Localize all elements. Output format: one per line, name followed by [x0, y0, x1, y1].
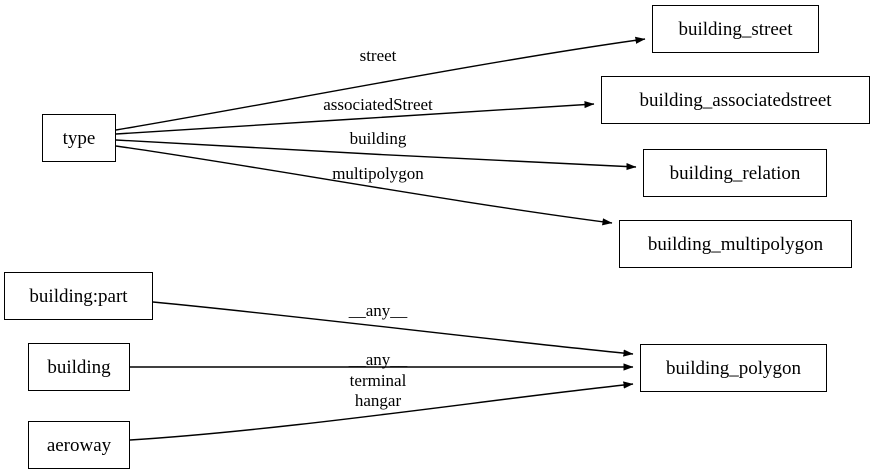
- node-building_multipolygon[interactable]: building_multipolygon: [619, 220, 852, 268]
- node-aeroway[interactable]: aeroway: [28, 421, 130, 469]
- node-label: building_street: [678, 18, 793, 40]
- edge-label-type-to-building_multipolygon: multipolygon: [332, 163, 424, 183]
- edge-type-to-building_street: [115, 36, 646, 131]
- edge-type-to-building_associatedstreet: [115, 100, 595, 135]
- node-label: building: [47, 356, 111, 378]
- edge-label-type-to-building_associatedstreet: associatedStreet: [323, 94, 433, 114]
- node-label: building_polygon: [665, 357, 802, 379]
- node-building_associatedstreet[interactable]: building_associatedstreet: [601, 76, 870, 124]
- node-building[interactable]: building: [28, 343, 130, 391]
- edge-building_part-to-building_polygon: [152, 301, 634, 357]
- edge-paths: [115, 36, 646, 441]
- edge-type-to-building_relation: [115, 139, 637, 171]
- edge-aeroway-to-building_polygon: [129, 381, 634, 441]
- node-label: building_associatedstreet: [639, 89, 832, 111]
- edge-label-type-to-building_street: street: [359, 45, 397, 65]
- node-building_relation[interactable]: building_relation: [643, 149, 827, 197]
- node-label: building_relation: [669, 162, 801, 184]
- edge-label-building-to-building_polygon: __any__: [348, 349, 408, 369]
- node-building_polygon[interactable]: building_polygon: [640, 344, 827, 392]
- node-label: building:part: [29, 285, 128, 307]
- node-type[interactable]: type: [42, 114, 116, 162]
- node-building_part[interactable]: building:part: [4, 272, 153, 320]
- edge-label-building_part-to-building_polygon: __any__: [348, 300, 408, 320]
- edge-type-to-building_multipolygon: [115, 145, 613, 226]
- edge-label-type-to-building_relation: building: [349, 128, 407, 148]
- edge-label-aeroway-to-building_polygon: terminal hangar: [349, 370, 407, 410]
- node-building_street[interactable]: building_street: [652, 5, 819, 53]
- node-label: aeroway: [46, 434, 112, 456]
- node-label: building_multipolygon: [647, 233, 824, 255]
- node-label: type: [62, 127, 96, 149]
